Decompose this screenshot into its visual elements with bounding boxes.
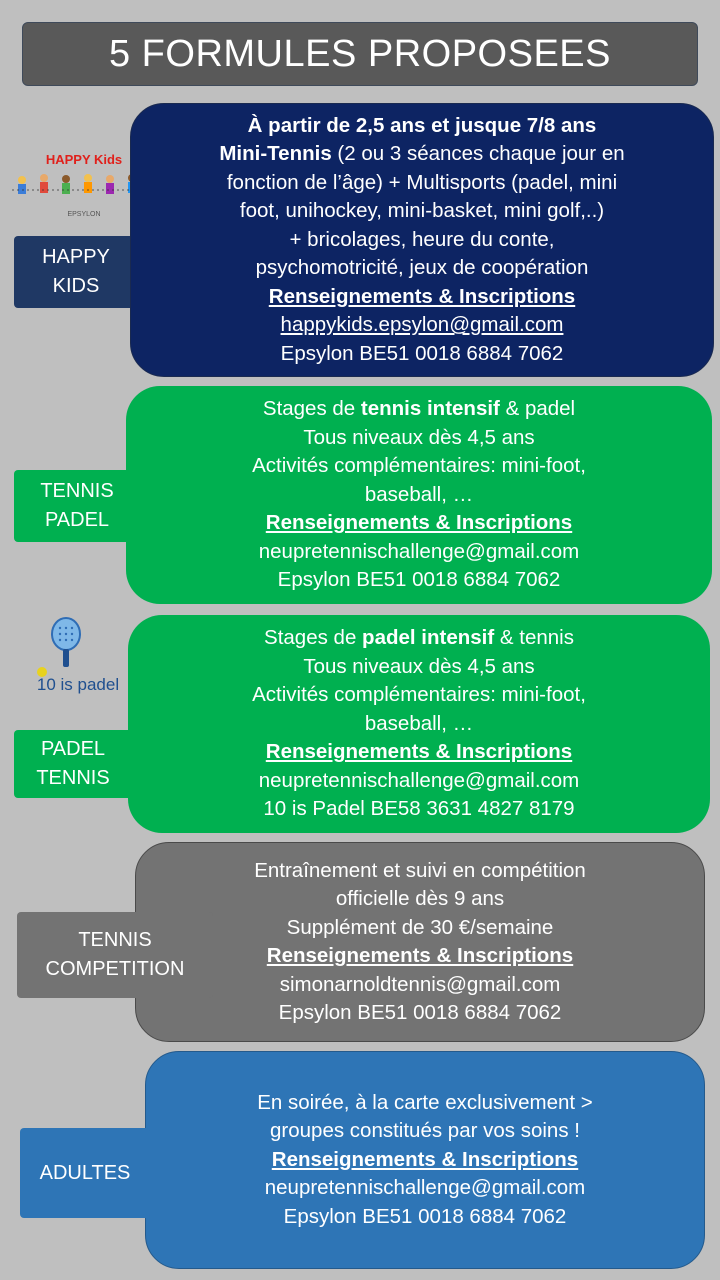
registration-heading: Renseignements & Inscriptions bbox=[265, 740, 573, 764]
ball-icon bbox=[37, 667, 47, 677]
email-link[interactable]: simonarnoldtennis@gmail.com bbox=[279, 972, 561, 996]
description-line: Mini-Tennis (2 ou 3 séances chaque jour … bbox=[219, 140, 624, 169]
registration-heading: Renseignements & Inscriptions bbox=[268, 284, 576, 308]
padel-intensif-label: padel intensif bbox=[362, 626, 495, 650]
registration-heading: Renseignements & Inscriptions bbox=[265, 511, 573, 535]
label-line: ADULTES bbox=[39, 1161, 131, 1184]
adultes-panel: En soirée, à la carte exclusivement > gr… bbox=[145, 1051, 705, 1269]
label-line: PADEL bbox=[44, 509, 110, 531]
description-line: En soirée, à la carte exclusivement > bbox=[257, 1090, 593, 1114]
description-line: officielle dès 9 ans bbox=[335, 887, 505, 910]
description-line: Tous niveaux dès 4,5 ans bbox=[303, 425, 535, 449]
bank-account: 10 is Padel BE58 3631 4827 8179 bbox=[263, 797, 575, 821]
email-link[interactable]: neupretennischallenge@gmail.com bbox=[258, 768, 580, 792]
description-line: Activités complémentaires: mini-foot, bbox=[252, 683, 586, 707]
email-link[interactable]: neupretennischallenge@gmail.com bbox=[264, 1176, 586, 1200]
label-padel-tennis: PADEL TENNIS bbox=[14, 730, 132, 798]
happy-kids-logo-text: HAPPY Kids bbox=[46, 152, 122, 167]
age-range-heading: À partir de 2,5 ans et jusque 7/8 ans bbox=[247, 113, 597, 137]
text-part: & tennis bbox=[494, 626, 574, 650]
ten-is-padel-logo: 10 is padel bbox=[37, 617, 119, 694]
text-part: Stages de bbox=[264, 626, 363, 650]
email-link[interactable]: neupretennischallenge@gmail.com bbox=[258, 539, 580, 563]
description-line: Stages de tennis intensif & padel bbox=[263, 395, 575, 424]
page-title: 5 FORMULES PROPOSEES bbox=[22, 22, 698, 86]
label-line: TENNIS bbox=[36, 767, 110, 789]
label-happy-kids: HAPPY KIDS bbox=[14, 236, 138, 308]
bank-account: Epsylon BE51 0018 6884 7062 bbox=[278, 1001, 562, 1024]
description-line: baseball, … bbox=[364, 482, 474, 506]
description-line: Stages de padel intensif & tennis bbox=[264, 624, 574, 653]
description-line: Tous niveaux dès 4,5 ans bbox=[303, 654, 535, 678]
label-line: TENNIS bbox=[78, 929, 152, 951]
description-line: fonction de l’âge) + Multisports (padel,… bbox=[226, 170, 618, 194]
label-tennis-competition: TENNIS COMPETITION bbox=[17, 912, 213, 998]
description-line: psychomotricité, jeux de coopération bbox=[255, 256, 589, 280]
email-link[interactable]: happykids.epsylon@gmail.com bbox=[280, 313, 564, 337]
label-line: TENNIS bbox=[40, 480, 114, 502]
padel-racket-icon bbox=[51, 617, 81, 667]
description-line: + bricolages, heure du conte, bbox=[289, 227, 555, 251]
label-line: PADEL bbox=[40, 738, 106, 760]
happy-kids-logo-sub: EPSYLON bbox=[67, 211, 100, 218]
description-text: (2 ou 3 séances chaque jour en bbox=[331, 142, 625, 166]
tennis-padel-panel: Stages de tennis intensif & padel Tous n… bbox=[126, 386, 712, 604]
registration-heading: Renseignements & Inscriptions bbox=[266, 944, 574, 967]
label-tennis-padel: TENNIS PADEL bbox=[14, 470, 140, 542]
bank-account: Epsylon BE51 0018 6884 7062 bbox=[280, 341, 564, 365]
description-line: groupes constitués par vos soins ! bbox=[270, 1119, 580, 1143]
description-line: Activités complémentaires: mini-foot, bbox=[252, 454, 586, 478]
happy-kids-panel: À partir de 2,5 ans et jusque 7/8 ans Mi… bbox=[130, 103, 714, 377]
padel-logo-text: 10 is padel bbox=[37, 675, 119, 694]
label-line: KIDS bbox=[52, 275, 100, 297]
tennis-intensif-label: tennis intensif bbox=[360, 397, 500, 421]
label-line: HAPPY bbox=[42, 246, 110, 268]
label-line: COMPETITION bbox=[45, 958, 185, 980]
padel-tennis-panel: Stages de padel intensif & tennis Tous n… bbox=[128, 615, 710, 833]
registration-heading: Renseignements & Inscriptions bbox=[271, 1147, 579, 1171]
text-part: & padel bbox=[499, 397, 576, 421]
bank-account: Epsylon BE51 0018 6884 7062 bbox=[277, 568, 561, 592]
text-part: Stages de bbox=[262, 397, 361, 421]
mini-tennis-label: Mini-Tennis bbox=[219, 142, 332, 166]
description-line: foot, unihockey, mini-basket, mini golf,… bbox=[239, 199, 605, 223]
bank-account: Epsylon BE51 0018 6884 7062 bbox=[283, 1204, 567, 1228]
description-line: Entraînement et suivi en compétition bbox=[254, 858, 586, 882]
label-adultes: ADULTES bbox=[20, 1128, 150, 1218]
description-line: baseball, … bbox=[364, 711, 474, 735]
description-line: Supplément de 30 €/semaine bbox=[286, 915, 554, 939]
tennis-competition-panel: Entraînement et suivi en compétition off… bbox=[135, 842, 705, 1042]
